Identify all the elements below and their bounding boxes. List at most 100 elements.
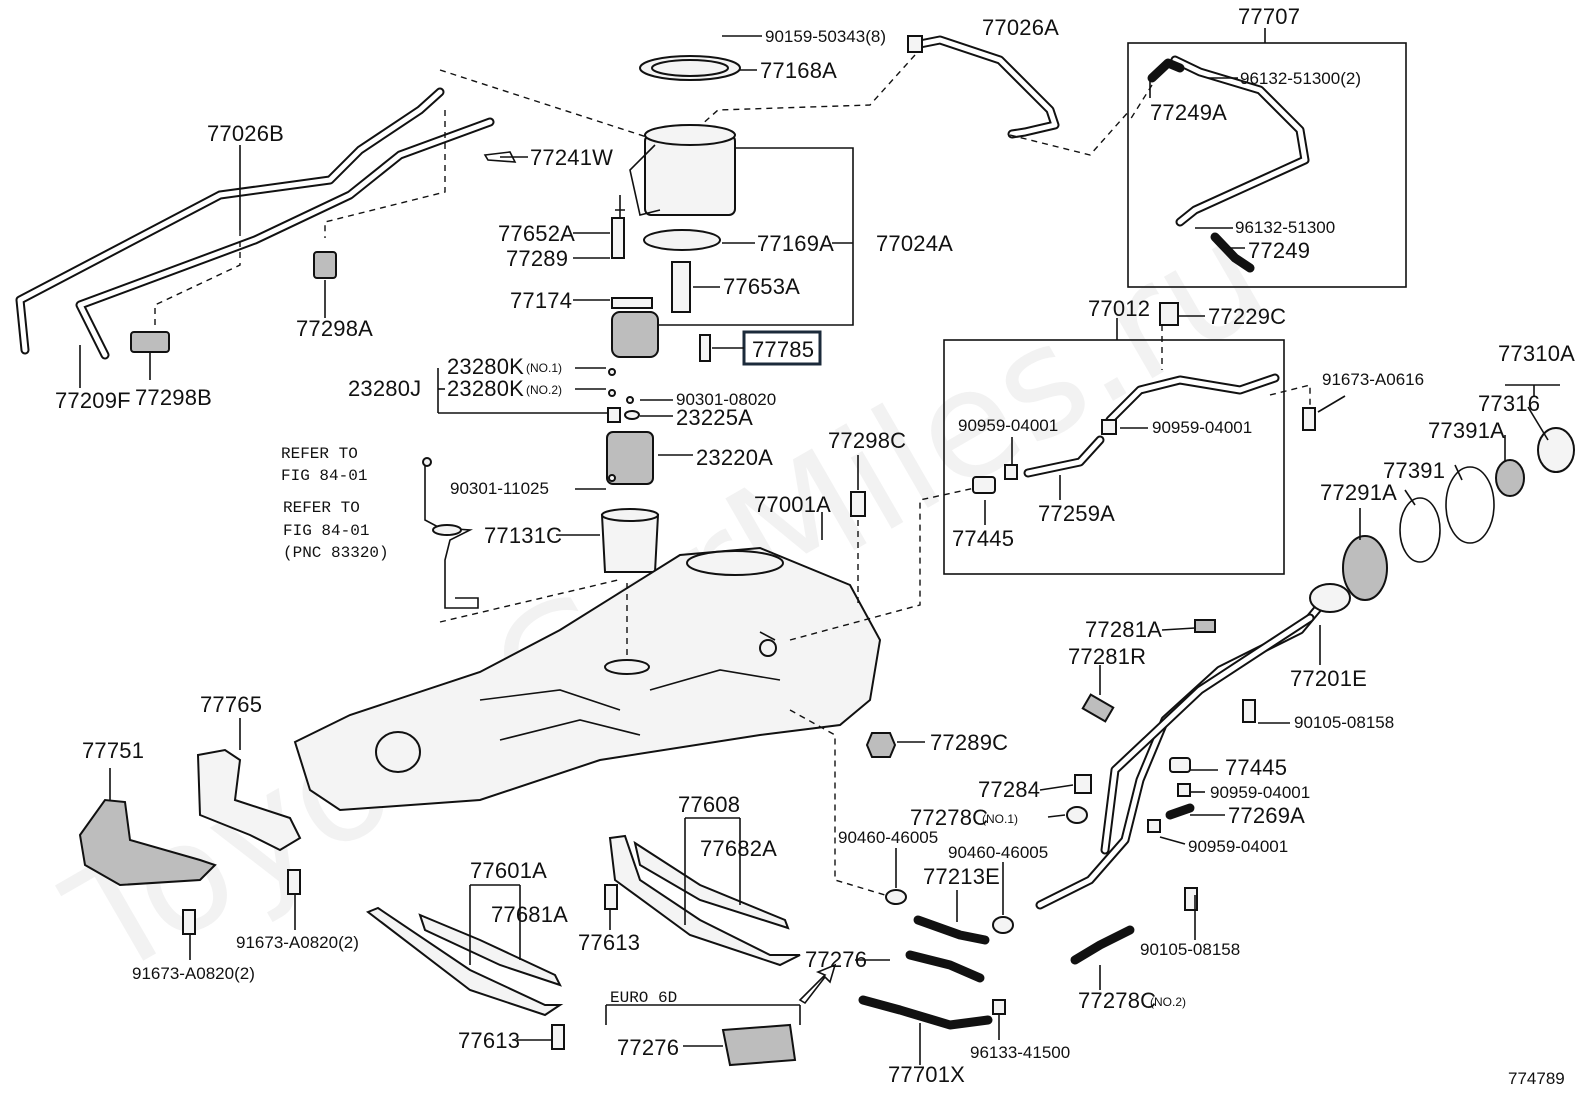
- label-90301-08020: 90301-08020: [676, 390, 776, 409]
- label-96132-51300: 96132-51300: [1235, 218, 1335, 237]
- hose-77278C-no2: [1070, 925, 1135, 965]
- label-no2: (NO.2): [526, 383, 562, 397]
- clamp-90959-d: [1147, 819, 1161, 833]
- label-refer-to-2: REFER TO: [283, 499, 360, 517]
- vent-pipe-77012: [1105, 302, 1280, 425]
- strap-77601A: [365, 906, 564, 1017]
- label-96133-41500: 96133-41500: [970, 1043, 1070, 1062]
- label-23280K-no2: 23280K: [447, 376, 524, 401]
- vent-tube-77707: [1147, 55, 1310, 273]
- label-96132-51300-2: 96132-51300(2): [1240, 69, 1361, 88]
- clamp-90959-left: [1004, 464, 1018, 480]
- label-77707: 77707: [1238, 4, 1300, 29]
- label-77751: 77751: [82, 738, 144, 763]
- highlight-box-77785: [742, 330, 822, 366]
- label-77316: 77316: [1478, 391, 1540, 416]
- label-77608: 77608: [678, 792, 740, 817]
- bolt-90105-08158-bottom: [1184, 887, 1198, 911]
- strap-77608: [608, 834, 801, 967]
- label-90301-11025: 90301-11025: [450, 479, 549, 498]
- fuel-tube-77026B: [15, 87, 495, 360]
- fuel-cap-77310A: [1342, 427, 1575, 601]
- label-77026A: 77026A: [982, 15, 1059, 40]
- fuel-pump-23220A: [606, 368, 654, 485]
- label-90159-50343: 90159-50343(8): [765, 27, 886, 46]
- label-77174: 77174: [510, 288, 572, 313]
- label-fig-84-01-1: FIG 84-01: [281, 467, 367, 485]
- label-77281A: 77281A: [1085, 617, 1162, 642]
- label-90959-04001-d: 90959-04001: [1188, 837, 1288, 856]
- label-pnc-83320: (PNC 83320): [283, 544, 389, 562]
- label-fig-84-01-2: FIG 84-01: [283, 522, 369, 540]
- label-23220A: 23220A: [696, 445, 773, 470]
- label-91673-A0820-left: 91673-A0820(2): [132, 964, 255, 983]
- bolt-91673-right: [287, 869, 301, 895]
- clip-77241W: [483, 151, 517, 163]
- label-90959-04001-c: 90959-04001: [1210, 783, 1310, 802]
- clamp-77284: [1074, 774, 1092, 794]
- box-77012-group: [943, 339, 1285, 575]
- label-77652A: 77652A: [498, 221, 575, 246]
- label-77168A: 77168A: [760, 58, 837, 83]
- label-77391A: 77391A: [1428, 418, 1505, 443]
- label-90959-04001-left: 90959-04001: [958, 416, 1058, 435]
- label-77613-a: 77613: [578, 930, 640, 955]
- label-77284: 77284: [978, 777, 1040, 802]
- label-90460-46005-b: 90460-46005: [948, 843, 1048, 862]
- connector-77445-top: [972, 476, 996, 494]
- bolt-91673-A0616: [1302, 407, 1316, 431]
- label-77298A: 77298A: [296, 316, 373, 341]
- connector-77298A: [313, 251, 337, 279]
- label-91673-A0616: 91673-A0616: [1322, 370, 1424, 389]
- label-23280J: 23280J: [348, 376, 421, 401]
- label-77391: 77391: [1383, 458, 1445, 483]
- connector-77298C: [850, 491, 866, 517]
- label-77024A: 77024A: [876, 231, 953, 256]
- hose-77213E: [913, 915, 990, 945]
- label-77213E: 77213E: [923, 864, 1000, 889]
- leader-lines: [79, 35, 1549, 1065]
- fuel-pump-module-77024A: [611, 55, 741, 362]
- label-77765: 77765: [200, 692, 262, 717]
- label-no1: (NO.1): [526, 361, 562, 375]
- label-77681A: 77681A: [491, 902, 568, 927]
- label-77278C-no2: 77278C: [1078, 988, 1156, 1013]
- label-77701X: 77701X: [888, 1062, 965, 1087]
- label-77785: 77785: [752, 337, 814, 362]
- clamp-90959-c: [1177, 783, 1191, 797]
- label-77201E: 77201E: [1290, 666, 1367, 691]
- grommet-77289C: [865, 732, 897, 758]
- label-77169A: 77169A: [757, 231, 834, 256]
- vent-hose-77026A: [907, 35, 1060, 139]
- bolt-91673-left: [182, 909, 196, 935]
- label-77012: 77012: [1088, 296, 1150, 321]
- label-77281R: 77281R: [1068, 644, 1146, 669]
- label-77613-b: 77613: [458, 1028, 520, 1053]
- label-77249: 77249: [1248, 238, 1310, 263]
- figure-code: 774789: [1508, 1069, 1565, 1088]
- protector-77751: [78, 798, 217, 887]
- fuel-tank-77001A: [293, 546, 882, 812]
- label-77289: 77289: [506, 246, 568, 271]
- label-77445-right: 77445: [1225, 755, 1287, 780]
- clamp-90460-b: [992, 916, 1014, 934]
- label-77249A: 77249A: [1150, 100, 1227, 125]
- label-77259A: 77259A: [1038, 501, 1115, 526]
- label-23225A: 23225A: [676, 405, 753, 430]
- label-90460-46005-a: 90460-46005: [838, 828, 938, 847]
- label-77298B: 77298B: [135, 385, 212, 410]
- label-77209F: 77209F: [55, 388, 131, 413]
- label-23280K-no1: 23280K: [447, 354, 524, 379]
- label-77229C: 77229C: [1208, 304, 1286, 329]
- label-77278C-no1-note: (NO.1): [982, 812, 1018, 826]
- label-77241W: 77241W: [530, 145, 613, 170]
- label-77653A: 77653A: [723, 274, 800, 299]
- label-77278C-no2-note: (NO.2): [1150, 995, 1186, 1009]
- label-77298C: 77298C: [828, 428, 906, 453]
- hose-77276-euro6d: [721, 1023, 797, 1067]
- clamp-90959-right: [1101, 419, 1117, 435]
- label-77131C: 77131C: [484, 523, 562, 548]
- label-90105-08158-top: 90105-08158: [1294, 713, 1394, 732]
- label-77682A: 77682A: [700, 836, 777, 861]
- label-77276-a: 77276: [805, 947, 867, 972]
